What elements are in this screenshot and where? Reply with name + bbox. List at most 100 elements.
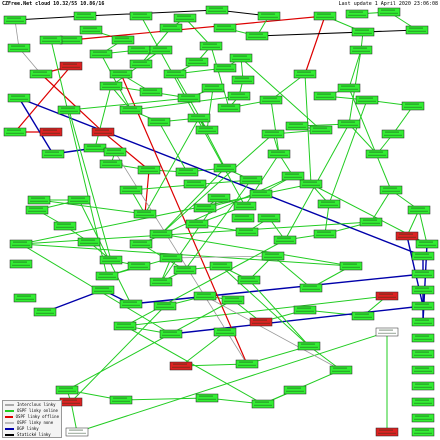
router-node-online[interactable] (187, 113, 211, 123)
router-node-online[interactable] (405, 25, 429, 35)
router-node-online[interactable] (231, 213, 255, 223)
router-node-online[interactable] (273, 235, 297, 245)
router-node[interactable] (65, 427, 89, 437)
router-node-online[interactable] (281, 171, 305, 181)
router-node-online[interactable] (299, 283, 323, 293)
router-node-online[interactable] (9, 239, 33, 249)
router-node-offline[interactable] (169, 361, 193, 371)
router-node-online[interactable] (337, 119, 361, 129)
router-node-offline[interactable] (91, 127, 115, 137)
router-node-online[interactable] (401, 101, 425, 111)
router-node-online[interactable] (159, 329, 183, 339)
router-node-online[interactable] (185, 219, 209, 229)
router-node-online[interactable] (57, 105, 81, 115)
router-node-online[interactable] (339, 261, 363, 271)
router-node-online[interactable] (3, 127, 27, 137)
router-node-online[interactable] (113, 321, 137, 331)
router-node-online[interactable] (299, 179, 323, 189)
router-node-online[interactable] (411, 381, 435, 391)
router-node-online[interactable] (119, 105, 143, 115)
router-node-online[interactable] (213, 163, 237, 173)
router-node-online[interactable] (111, 35, 135, 45)
router-node-online[interactable] (411, 413, 435, 423)
router-node-online[interactable] (349, 45, 373, 55)
router-node-offline[interactable] (375, 291, 399, 301)
router-node-online[interactable] (411, 333, 435, 343)
router-node-online[interactable] (55, 385, 79, 395)
router-node-online[interactable] (53, 221, 77, 231)
router-node-online[interactable] (127, 45, 151, 55)
router-node-online[interactable] (261, 129, 285, 139)
router-node-online[interactable] (137, 165, 161, 175)
router-node-online[interactable] (411, 301, 435, 311)
router-node-online[interactable] (237, 275, 261, 285)
router-node-online[interactable] (355, 95, 379, 105)
router-node-online[interactable] (195, 393, 219, 403)
router-node-online[interactable] (175, 167, 199, 177)
router-node-online[interactable] (377, 7, 401, 17)
router-node-online[interactable] (129, 59, 153, 69)
router-node-online[interactable] (257, 11, 281, 21)
router-node-online[interactable] (411, 251, 435, 261)
router-node-online[interactable] (159, 253, 183, 263)
router-node-online[interactable] (213, 327, 237, 337)
router-node-online[interactable] (99, 159, 123, 169)
router-node-online[interactable] (407, 205, 431, 215)
router-node-online[interactable] (109, 395, 133, 405)
router-node-online[interactable] (229, 53, 253, 63)
router-node-online[interactable] (79, 25, 103, 35)
router-node-online[interactable] (351, 311, 375, 321)
router-node-online[interactable] (259, 95, 283, 105)
router-node-online[interactable] (345, 9, 369, 19)
router-node-online[interactable] (149, 229, 173, 239)
router-node-online[interactable] (209, 261, 233, 271)
router-node-online[interactable] (177, 93, 201, 103)
router-node-online[interactable] (359, 217, 383, 227)
router-node-online[interactable] (313, 229, 337, 239)
router-node-offline[interactable] (395, 231, 419, 241)
router-node-online[interactable] (9, 259, 33, 269)
router-node-online[interactable] (173, 265, 197, 275)
router-node-online[interactable] (201, 83, 225, 93)
router-node-online[interactable] (27, 195, 51, 205)
router-node-online[interactable] (147, 117, 171, 127)
router-node-online[interactable] (411, 427, 435, 437)
router-node-online[interactable] (213, 63, 237, 73)
router-node-online[interactable] (235, 359, 259, 369)
router-node-online[interactable] (231, 75, 255, 85)
router-node-online[interactable] (411, 317, 435, 327)
router-node-online[interactable] (7, 93, 31, 103)
router-node-online[interactable] (205, 5, 229, 15)
router-node-online[interactable] (199, 41, 223, 51)
router-node-online[interactable] (411, 269, 435, 279)
router-node-online[interactable] (411, 397, 435, 407)
router-node-online[interactable] (329, 365, 353, 375)
router-node-online[interactable] (257, 213, 281, 223)
router-node-online[interactable] (139, 87, 163, 97)
router-node-online[interactable] (235, 227, 259, 237)
router-node-online[interactable] (317, 199, 341, 209)
router-node-online[interactable] (381, 129, 405, 139)
router-node-offline[interactable] (59, 397, 83, 407)
router-node-offline[interactable] (59, 61, 83, 71)
router-node-online[interactable] (415, 239, 439, 249)
router-node-online[interactable] (149, 277, 173, 287)
router-node-online[interactable] (129, 11, 153, 21)
router-node-online[interactable] (109, 69, 133, 79)
router-node-online[interactable] (309, 125, 333, 135)
router-node-online[interactable] (77, 237, 101, 247)
router-node-online[interactable] (213, 23, 237, 33)
router-node-online[interactable] (119, 185, 143, 195)
router-node-online[interactable] (221, 295, 245, 305)
router-node-online[interactable] (261, 251, 285, 261)
router-node-online[interactable] (365, 149, 389, 159)
router-node-online[interactable] (73, 11, 97, 21)
router-node-online[interactable] (67, 195, 91, 205)
router-node[interactable] (375, 327, 399, 337)
router-node-online[interactable] (313, 91, 337, 101)
router-node-online[interactable] (207, 193, 231, 203)
router-node-online[interactable] (99, 81, 123, 91)
router-node-online[interactable] (39, 35, 63, 45)
router-node-online[interactable] (29, 69, 53, 79)
router-node-online[interactable] (91, 285, 115, 295)
